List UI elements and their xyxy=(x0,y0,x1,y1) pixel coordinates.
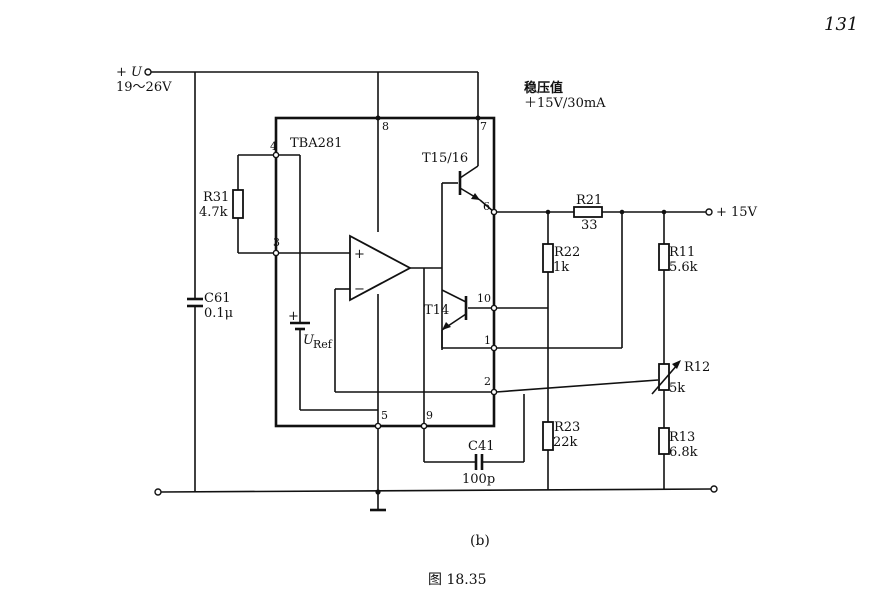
pin3-node xyxy=(272,249,280,257)
r31-resistor xyxy=(232,189,244,219)
output-terminal xyxy=(705,208,713,216)
pin4-label: 4 xyxy=(270,140,277,153)
output-label: + 15V xyxy=(716,205,758,220)
pin9-label: 9 xyxy=(426,409,433,422)
r22-resistor xyxy=(542,243,554,273)
pin2-to-r12 xyxy=(495,379,659,393)
r12-value: 5k xyxy=(669,381,685,396)
pin3-label: 3 xyxy=(273,236,280,249)
ground-terminal-left xyxy=(154,488,162,496)
opamp-triangle xyxy=(349,234,412,302)
pin6-label: 6 xyxy=(483,200,490,213)
r21-name: R21 xyxy=(576,193,602,208)
ground-rail xyxy=(160,488,712,493)
pin10-node xyxy=(490,304,498,312)
pin8-label: 8 xyxy=(382,120,389,133)
pin5-label: 5 xyxy=(381,409,388,422)
t1516-collector xyxy=(459,165,479,179)
r13-name: R13 xyxy=(669,430,695,445)
r23-value: 22k xyxy=(553,435,578,450)
pin7-label: 7 xyxy=(480,120,487,133)
ic-name: TBA281 xyxy=(290,136,342,151)
pin1-label: 1 xyxy=(484,334,491,347)
r23-name: R23 xyxy=(554,420,580,435)
r12-arrow-line xyxy=(651,363,679,395)
figure-sub-label: (b) xyxy=(470,533,490,549)
r11-name: R11 xyxy=(669,245,695,260)
supply-range: 19～26V xyxy=(116,80,172,95)
c41-name: C41 xyxy=(468,439,495,454)
supply-label: + U xyxy=(116,65,143,80)
page-number: 131 xyxy=(824,14,858,35)
r12-arrow-head xyxy=(672,360,681,369)
r11-resistor xyxy=(658,243,670,271)
opamp-plus: + xyxy=(354,247,365,262)
t14-emitter-arrow xyxy=(442,322,451,330)
r22-value: 1k xyxy=(553,260,569,275)
r23-resistor xyxy=(542,421,554,451)
r31-name: R31 xyxy=(203,190,229,205)
r11-value: 5.6k xyxy=(669,260,698,275)
regulation-value: ＋15V/30mA xyxy=(524,96,606,111)
opamp-minus: − xyxy=(354,282,365,297)
c61-name: C61 xyxy=(204,291,231,306)
r12-name: R12 xyxy=(684,360,710,375)
r13-value: 6.8k xyxy=(669,445,698,460)
ground-node xyxy=(375,489,381,495)
c41-value: 100p xyxy=(462,472,495,487)
pin2-node xyxy=(490,388,498,396)
t1516-name: T15/16 xyxy=(422,151,468,166)
pin5-node xyxy=(374,422,382,430)
t14-name: T14 xyxy=(424,303,449,318)
uref-name: U xyxy=(303,333,315,348)
uref-plus: + xyxy=(288,309,299,324)
pin10-label: 10 xyxy=(477,292,491,305)
r21-value: 33 xyxy=(581,218,598,233)
ground-terminal-right xyxy=(710,485,718,493)
pin9-node xyxy=(420,422,428,430)
pin4-node xyxy=(272,151,280,159)
pin6-node xyxy=(490,208,498,216)
sense-node xyxy=(619,209,625,215)
regulation-title: 稳压值 xyxy=(524,80,563,96)
t14-collector xyxy=(441,289,467,303)
c61-value: 0.1μ xyxy=(204,306,233,321)
r21-resistor xyxy=(573,206,603,218)
r13-resistor xyxy=(658,427,670,455)
t1516-emitter-arrow xyxy=(471,193,480,200)
pin2-label: 2 xyxy=(484,375,491,388)
supply-terminal xyxy=(144,68,152,76)
r31-value: 4.7k xyxy=(199,205,228,220)
figure-caption: 图 18.35 xyxy=(428,572,487,588)
uref-sub: Ref xyxy=(313,338,333,351)
r22-name: R22 xyxy=(554,245,580,260)
pin1-node xyxy=(490,344,498,352)
